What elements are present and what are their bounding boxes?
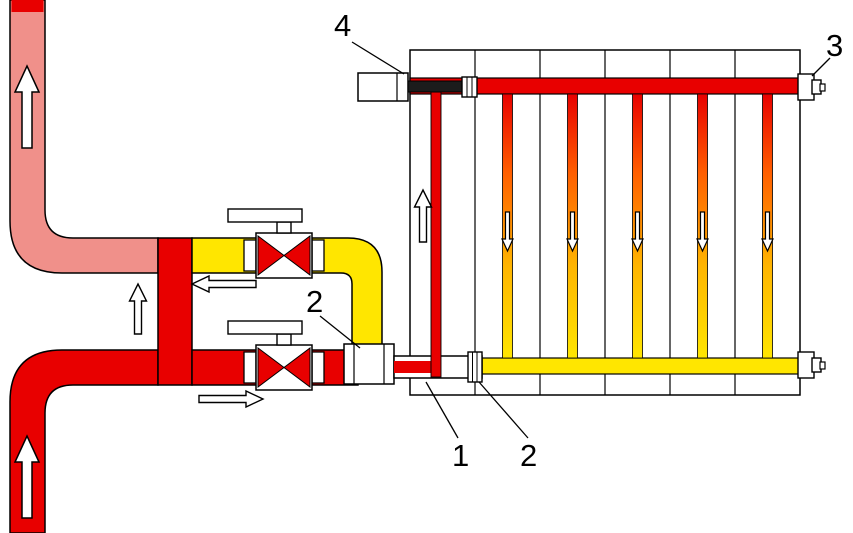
- flow-arrow-right-icon: [198, 389, 265, 409]
- return-pipe-hot-cap: [11, 0, 44, 12]
- valve-handle: [227, 320, 303, 335]
- flow-arrow-up-riser-icon: [413, 188, 433, 243]
- riser-pipe: [430, 91, 442, 378]
- union-fitting: [243, 239, 257, 272]
- leader-line: [478, 381, 529, 439]
- air-vent-nipple: [819, 83, 826, 92]
- valve-bowtie: [283, 235, 311, 276]
- union-fitting: [311, 239, 325, 272]
- valve-stem: [276, 221, 292, 234]
- flow-arrow-left-icon: [190, 274, 257, 294]
- leader-line: [425, 381, 459, 439]
- part-label-4: 4: [334, 8, 351, 43]
- valve-stem: [276, 333, 292, 346]
- leader-line: [351, 41, 405, 75]
- leader-line: [319, 315, 361, 349]
- tube-nut: [461, 76, 478, 98]
- valve-bowtie: [257, 347, 285, 388]
- injection-tube-hot-core: [394, 361, 438, 373]
- bypass-pipe: [157, 237, 193, 386]
- valve-bowtie: [257, 235, 285, 276]
- part-label-3: 3: [826, 28, 843, 63]
- flow-arrow-down-icon: [631, 211, 644, 253]
- flow-arrow-down-icon: [566, 211, 579, 253]
- leader-line: [811, 57, 831, 77]
- part-label-2-right: 2: [520, 438, 537, 473]
- flow-arrow-down-icon: [696, 211, 709, 253]
- union-fitting: [311, 351, 325, 384]
- flow-arrow-down-icon: [761, 211, 774, 253]
- flow-arrow-up-bypass-icon: [128, 282, 148, 335]
- flow-arrow-down-icon: [501, 211, 514, 253]
- top-left-fitting: [357, 72, 409, 102]
- union-fitting: [243, 351, 257, 384]
- part-label-1: 1: [452, 438, 469, 473]
- part-label-2-left: 2: [306, 284, 323, 319]
- bottom-connection-fitting: [343, 343, 395, 385]
- valve-handle: [227, 208, 303, 223]
- top-injection-tube: [407, 80, 465, 93]
- tube-nut: [467, 351, 483, 383]
- flow-arrow-up-return-icon: [13, 64, 41, 149]
- bottom-right-plug-nipple: [819, 361, 826, 370]
- valve-bowtie: [283, 347, 311, 388]
- flow-arrow-up-supply-icon: [13, 434, 41, 519]
